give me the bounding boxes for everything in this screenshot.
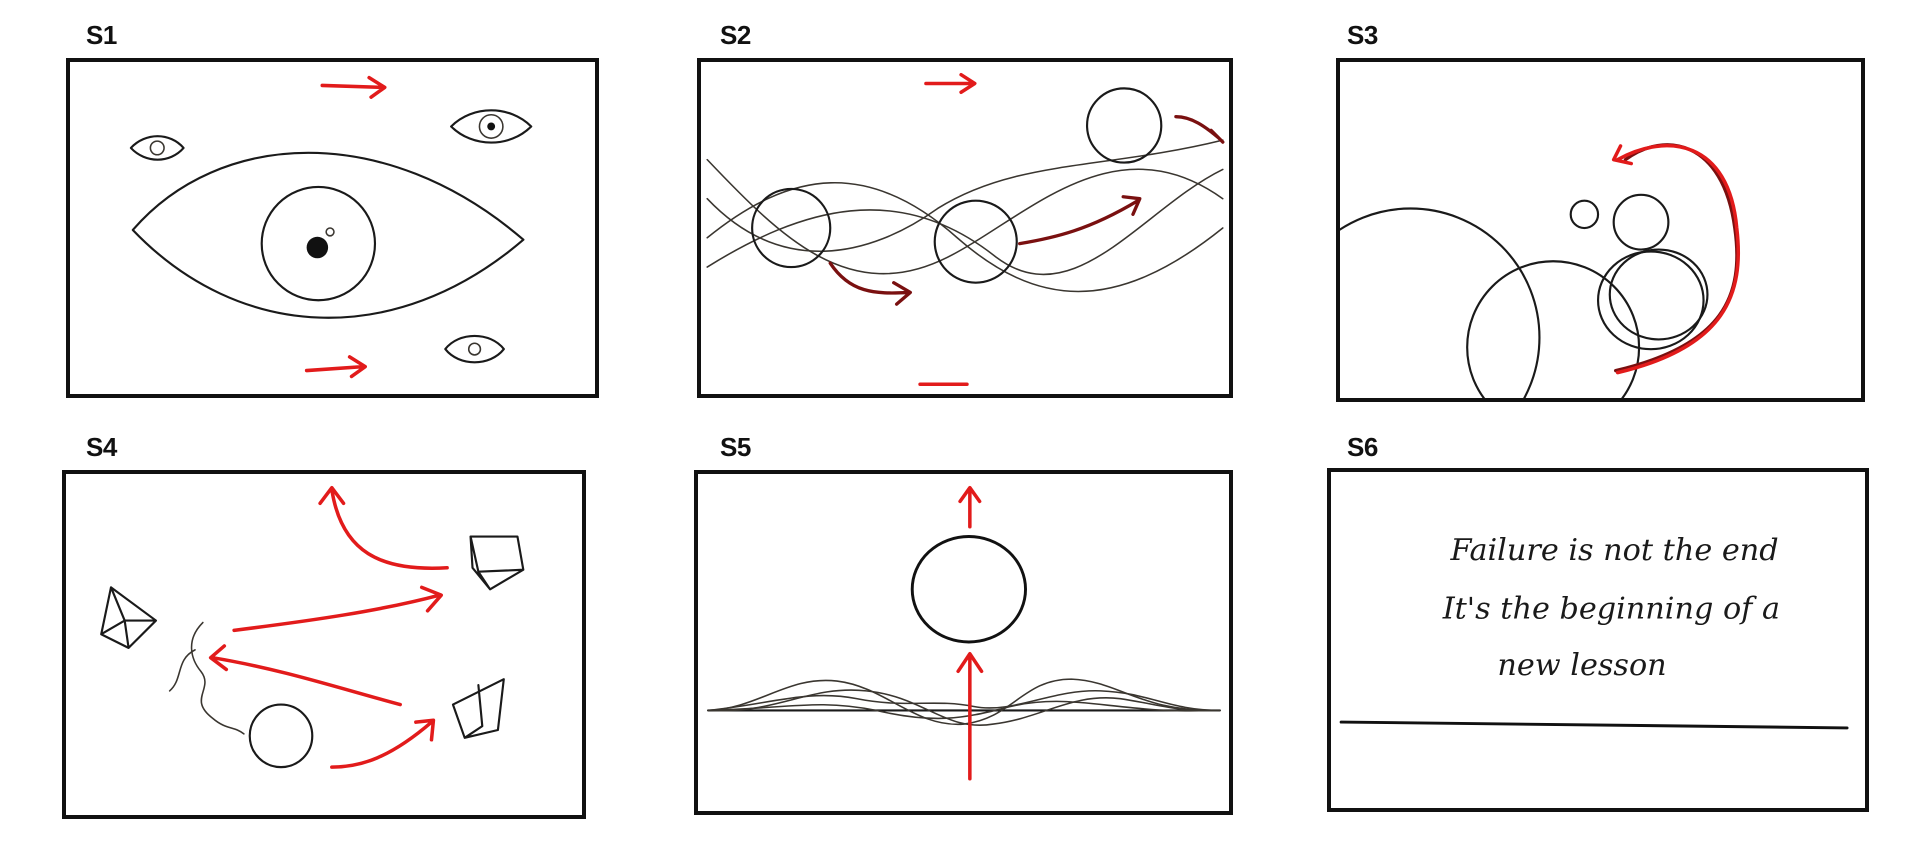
s5-arrow-top [958, 485, 982, 529]
s3-small-ball-pair-b [1608, 248, 1709, 341]
panel-label-s5: S5 [720, 432, 751, 462]
s4-ball [248, 703, 314, 769]
s2-wave-3 [706, 139, 1224, 253]
s3-arrow-curve [1611, 143, 1741, 375]
s4-crystal-bottom-right [451, 678, 505, 739]
s1-big-eye-pupil [306, 236, 329, 259]
s6-caption-line-3: new lesson [1497, 648, 1666, 683]
s4-arrow-right-top [232, 585, 444, 633]
s2-arrow-ball-3 [1174, 115, 1225, 144]
s3-small-ball-pair-a [1596, 250, 1705, 351]
s4-sketch [100, 485, 525, 769]
s1-arrow-top [320, 75, 387, 99]
s1-arrow-bottom [304, 355, 367, 379]
s2-ball-2 [933, 199, 1018, 284]
storyboard-panel-s4 [62, 470, 586, 819]
s1-small-eye-left-iris [149, 140, 165, 156]
s3-tiniest-ball [1569, 199, 1600, 230]
s1-small-eye-bottom-right [444, 334, 505, 364]
s3-large-ball [1340, 207, 1541, 398]
s5-rising-ball [910, 535, 1027, 644]
s4-wisp [190, 621, 245, 735]
s2-arrow-top [924, 72, 977, 95]
s4-cube-top-right [469, 535, 525, 591]
s6-ground-line [1339, 720, 1849, 730]
s2-wave-1 [706, 158, 1224, 275]
s2-sketch [706, 72, 1225, 386]
s2-ball-3 [1085, 87, 1163, 164]
s1-sketch [129, 75, 533, 379]
storyboard-panel-s3 [1336, 58, 1865, 402]
s5-arrow-main [956, 651, 984, 781]
s1-big-eye-outline [131, 151, 525, 319]
s6-sketch: Failure is not the end It's the beginnin… [1339, 533, 1849, 730]
s5-sketch [706, 485, 1221, 781]
s6-caption-line-1: Failure is not the end [1450, 533, 1779, 568]
panel-label-s4: S4 [86, 432, 117, 462]
s5-wave-3 [707, 689, 1221, 726]
s4-wisp-2 [168, 649, 196, 692]
storyboard-panel-s2 [697, 58, 1233, 398]
s2-arrow-ball-1 [828, 261, 912, 306]
s5-wave-2 [707, 690, 1221, 712]
s1-small-eye-top-right [450, 109, 533, 144]
s2-ball-1 [751, 187, 832, 269]
s3-sketch [1340, 143, 1741, 398]
s3-tiny-ball [1612, 193, 1670, 251]
panel-label-s6: S6 [1347, 432, 1378, 462]
storyboard-panel-s1 [66, 58, 599, 398]
s1-big-eye-iris [260, 185, 377, 302]
s1-small-eye-top-right-pupil [487, 122, 496, 131]
s4-arrow-up [318, 485, 449, 571]
s1-small-eye-top-right-iris [478, 113, 504, 139]
s2-wave-2 [706, 182, 1224, 293]
s2-arrow-ball-2 [1018, 195, 1142, 246]
s5-wave-4 [707, 700, 1221, 720]
panel-label-s1: S1 [86, 20, 117, 50]
s2-wave-4 [706, 168, 1224, 276]
s4-crystal-left [100, 586, 158, 649]
s1-small-eye-bottom-right-iris [467, 342, 482, 356]
s1-small-eye-left [129, 135, 185, 161]
s6-caption-line-2: It's the beginning of a [1442, 592, 1780, 627]
s4-arrow-right-bottom [330, 718, 436, 769]
storyboard-panel-s5 [694, 470, 1233, 815]
s4-arrow-left [208, 644, 402, 707]
storyboard-panel-s6: Failure is not the end It's the beginnin… [1327, 468, 1869, 812]
panel-label-s2: S2 [720, 20, 751, 50]
s3-medium-ball [1466, 260, 1641, 398]
panel-label-s3: S3 [1347, 20, 1378, 50]
s1-big-eye-highlight [325, 227, 335, 237]
